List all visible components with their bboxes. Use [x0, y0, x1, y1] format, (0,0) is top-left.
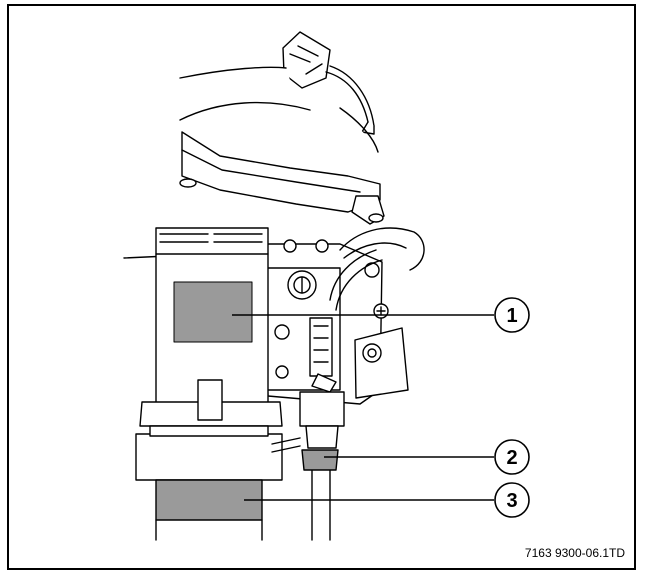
- callout-circle-2: [494, 439, 530, 475]
- siphon-tube-highlight: [155, 479, 263, 521]
- gas-pipe: [299, 391, 345, 541]
- callout-circle-3: [494, 482, 530, 518]
- callout-label-2: 2: [506, 447, 517, 469]
- callout-label-3: 3: [506, 490, 517, 512]
- callout-label-1: 1: [506, 305, 517, 327]
- label-area-highlight: [173, 281, 253, 343]
- pipe-seal-highlight: [301, 449, 339, 471]
- callout-circle-1: [494, 297, 530, 333]
- figure-code: 7163 9300-06.1TD: [524, 546, 625, 560]
- fan-housing: [179, 66, 385, 225]
- gas-valve-body: [261, 227, 425, 405]
